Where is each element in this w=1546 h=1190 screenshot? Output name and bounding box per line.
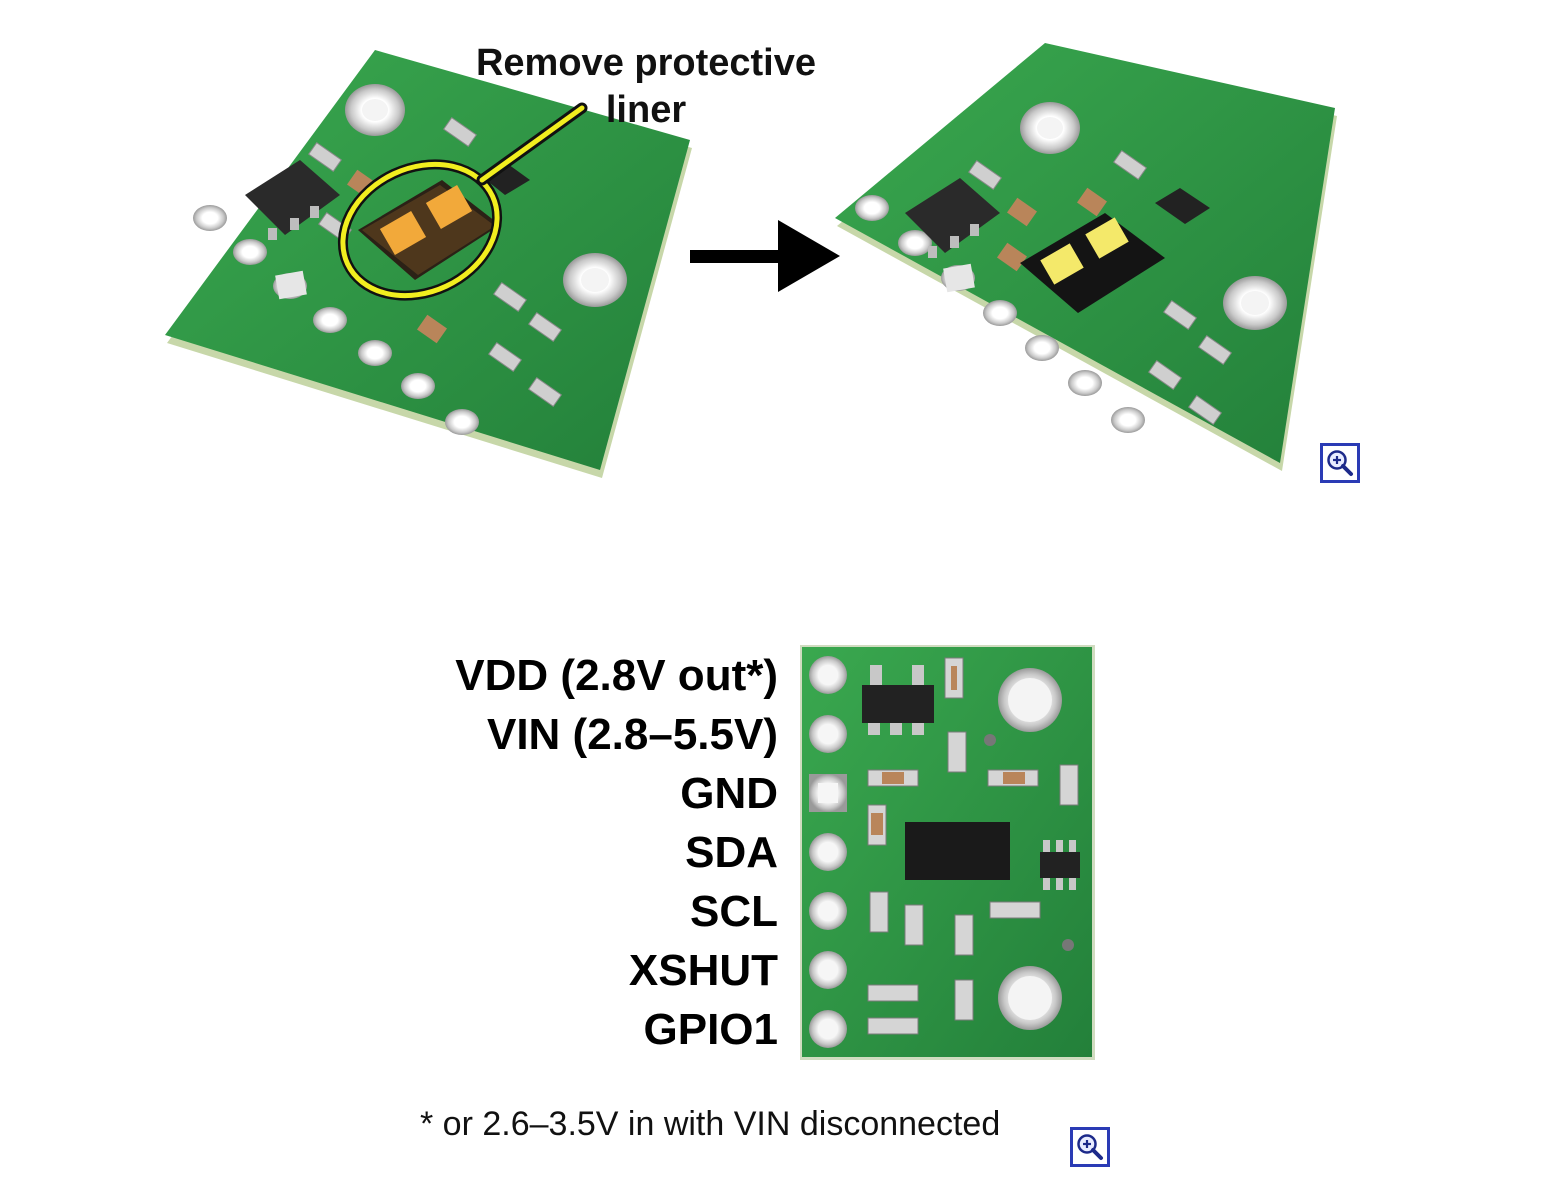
pin-label-vin: VIN (2.8–5.5V) bbox=[487, 710, 778, 759]
pin-label-gpio1: GPIO1 bbox=[644, 1005, 779, 1054]
callout-line-2: liner bbox=[606, 89, 686, 131]
board-liner-removed bbox=[835, 43, 1337, 471]
board-with-liner bbox=[165, 50, 692, 478]
pin-label-scl: SCL bbox=[690, 887, 778, 936]
pinout-illustration: VDD (2.8V out*) VIN (2.8–5.5V) GND SDA S… bbox=[420, 645, 1095, 1143]
magnifier-plus-icon bbox=[1077, 1134, 1103, 1160]
pinout-board bbox=[800, 645, 1095, 1060]
pin-label-vdd: VDD (2.8V out*) bbox=[455, 651, 778, 700]
liner-removal-illustration: Remove protective liner bbox=[165, 42, 1337, 478]
callout-line-1: Remove protective bbox=[476, 42, 816, 84]
pin-label-list: VDD (2.8V out*) VIN (2.8–5.5V) GND SDA S… bbox=[455, 651, 778, 1054]
pin-label-xshut: XSHUT bbox=[629, 946, 778, 995]
liner-removal-figure: Remove protective liner bbox=[150, 30, 1380, 500]
pin-label-sda: SDA bbox=[685, 828, 778, 877]
right-arrow-icon bbox=[690, 220, 840, 292]
magnifier-plus-icon bbox=[1327, 450, 1353, 476]
zoom-button-bottom[interactable] bbox=[1070, 1127, 1110, 1167]
pin-label-gnd: GND bbox=[680, 769, 778, 818]
zoom-button-top[interactable] bbox=[1320, 443, 1360, 483]
pinout-figure: VDD (2.8V out*) VIN (2.8–5.5V) GND SDA S… bbox=[400, 630, 1130, 1170]
footnote-text: * or 2.6–3.5V in with VIN disconnected bbox=[420, 1105, 1000, 1143]
